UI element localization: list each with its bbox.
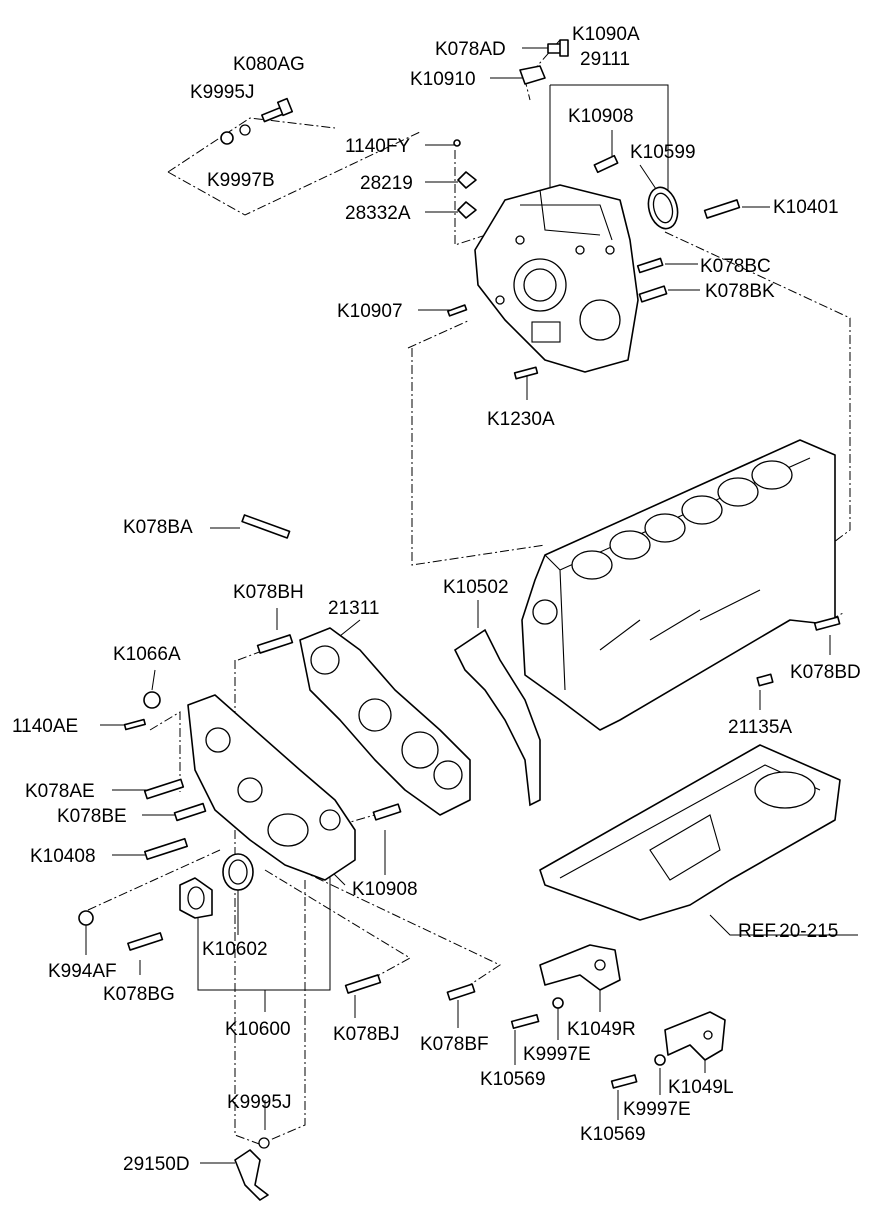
label-K9995J-bottom: K9995J [227,1092,291,1113]
timing-cover [187,694,356,881]
label-K078BG: K078BG [103,984,175,1005]
bolt-K10401 [703,199,741,219]
label-28219: 28219 [360,173,413,194]
gasket-28219 [457,171,477,189]
label-K1049L: K1049L [668,1077,734,1098]
label-K9997B: K9997B [207,170,275,191]
bolt-K10908-top [593,154,619,174]
bolt-K078BK [638,285,668,303]
label-K994AF: K994AF [48,961,117,982]
label-21135A: 21135A [728,717,792,738]
label-K10600: K10600 [225,1019,291,1040]
bolt-K078BG [127,932,164,951]
label-K078BF: K078BF [420,1034,489,1055]
label-1140AE: 1140AE [12,716,78,737]
pin-K1066A [143,691,161,709]
label-K078BK: K078BK [705,281,775,302]
pin-1140FY [453,139,461,147]
label-K10408: K10408 [30,846,96,867]
pin-K1230A [513,366,539,380]
label-K9995J-top: K9995J [190,82,254,103]
washer-K9997B [239,124,251,136]
label-K1230A: K1230A [487,409,555,430]
bolt-K078BJ [344,974,382,994]
label-K10602: K10602 [202,939,268,960]
seal-K10599 [647,186,679,230]
gasket-K10502 [453,628,541,807]
bolt-K078BD [813,616,841,631]
cylinder-block [521,439,836,731]
dowel-21135A [756,673,774,687]
bolt-K078BC [636,257,664,274]
label-K10908-top: K10908 [568,106,634,127]
label-K10599: K10599 [630,142,696,163]
label-K10907: K10907 [337,301,403,322]
label-K078BJ: K078BJ [333,1024,400,1045]
label-1140FY: 1140FY [345,136,410,157]
plug-K1090A [559,39,569,57]
gear-case-21311 [299,627,471,816]
part-labels: K078AD K1090A K080AG 29111 K10910 K9995J… [12,24,861,1175]
nut-K9995J-top [220,131,234,145]
label-K10569-a: K10569 [480,1069,546,1090]
label-28332A: 28332A [345,203,411,224]
oil-pan [539,744,841,921]
label-K9997E-b: K9997E [623,1099,691,1120]
label-K10502: K10502 [443,577,509,598]
label-K078BC: K078BC [700,256,771,277]
label-29150D: 29150D [123,1154,190,1175]
label-K078BH: K078BH [233,582,304,603]
bracket-K10910 [519,65,546,85]
bolt-1140AE [123,718,146,731]
washer-K9997E-b [654,1054,666,1066]
leader-lines [85,41,858,1164]
bolt-K078BH [256,634,294,654]
label-K10401: K10401 [773,197,839,218]
label-K078AE: K078AE [25,781,95,802]
label-K10569-b: K10569 [580,1124,646,1145]
bolt-K10908-mid [372,803,402,821]
bolt-K080AG [261,97,294,123]
label-K1090A: K1090A [572,24,640,45]
front-case-assembly-29111 [474,184,639,373]
label-K10908-mid: K10908 [352,879,418,900]
label-K078AD: K078AD [435,39,506,60]
label-K9997E-a: K9997E [523,1044,591,1065]
bolt-K10569-b [610,1074,638,1089]
oil-seal-K10602 [222,853,254,891]
label-K10910: K10910 [410,69,476,90]
parts [78,39,841,1201]
label-K078BE: K078BE [57,806,127,827]
label-K078BD: K078BD [790,662,861,683]
mount-bracket-K1049R [539,944,621,991]
label-29111: 29111 [580,49,630,70]
bolt-K078AE [143,778,185,800]
nut-K9995J-bottom [258,1137,270,1149]
bracket-29150D [234,1149,269,1201]
bolt-K10907 [447,304,468,317]
label-21311: 21311 [328,598,379,619]
bolt-K078BA [241,514,291,539]
label-K080AG: K080AG [233,54,305,75]
label-K078BA: K078BA [123,517,193,538]
nut-K994AF [78,910,94,926]
label-K1066A: K1066A [113,644,181,665]
bolt-K10569-a [510,1013,540,1030]
bolt-K078BF [446,983,476,1001]
bolt-K10408 [143,837,189,861]
seal-retainer [179,877,213,919]
washer-K9997E-a [552,997,564,1009]
label-REF-20-215: REF.20-215 [738,921,838,942]
mount-bracket-K1049L [664,1011,726,1061]
label-K1049R: K1049R [567,1019,636,1040]
bolt-K078BE [173,802,207,822]
gasket-28332A [457,201,477,219]
